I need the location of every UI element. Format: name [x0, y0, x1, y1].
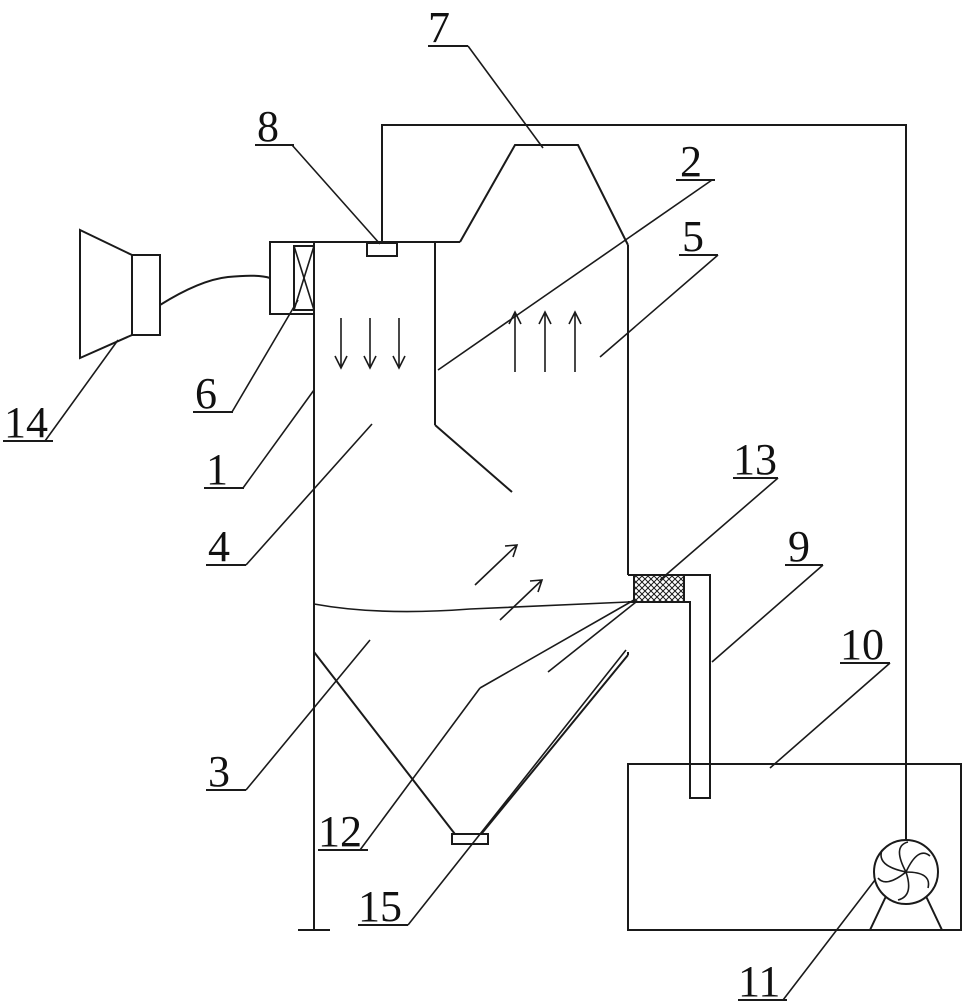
label-4: 4 — [208, 522, 230, 571]
label-7: 7 — [428, 3, 450, 52]
label-6: 6 — [195, 369, 217, 418]
label-8: 8 — [257, 102, 279, 151]
label-underlines — [3, 46, 890, 1000]
label-15: 15 — [358, 882, 402, 931]
circulation-pipe — [382, 125, 906, 840]
leader-lines — [45, 46, 890, 1000]
label-9: 9 — [788, 522, 810, 571]
liquid-surface — [314, 602, 628, 612]
filter-mesh — [634, 575, 684, 602]
up-flow-arrows — [509, 312, 581, 372]
label-13: 13 — [733, 435, 777, 484]
label-1: 1 — [206, 445, 228, 494]
inner-partition — [435, 242, 512, 492]
drain-valve — [452, 834, 488, 844]
induced-fan — [270, 242, 314, 314]
label-2: 2 — [680, 137, 702, 186]
inlet-hose — [160, 276, 270, 305]
inlet-horn — [80, 230, 160, 358]
label-3: 3 — [208, 747, 230, 796]
top-hood — [460, 145, 628, 245]
label-10: 10 — [840, 620, 884, 669]
water-pump — [870, 840, 942, 930]
label-12: 12 — [318, 807, 362, 856]
down-flow-arrows — [335, 318, 405, 368]
label-11: 11 — [738, 957, 780, 1006]
spray-nozzle — [367, 243, 397, 256]
label-14: 14 — [4, 398, 48, 447]
label-5: 5 — [682, 212, 704, 261]
